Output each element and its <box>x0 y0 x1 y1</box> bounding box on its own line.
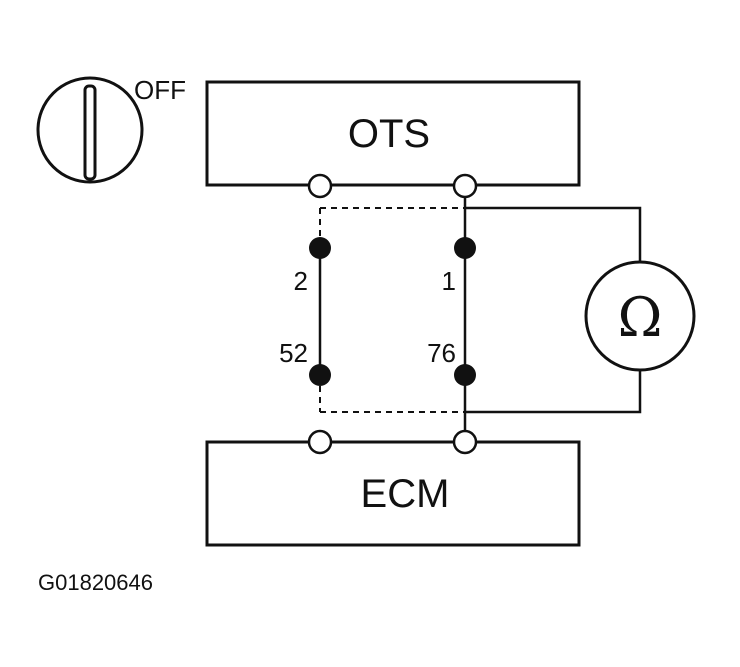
ohm-symbol: Ω <box>618 286 663 349</box>
pin-label-76: 76 <box>427 338 456 368</box>
ots-label: OTS <box>348 112 430 156</box>
connector-terminals <box>307 173 478 455</box>
ecm-terminal-left <box>307 429 333 455</box>
figure-code: G01820646 <box>38 570 153 595</box>
ots-terminal-left <box>307 173 333 199</box>
ecm-box <box>205 440 581 547</box>
pin-label-2: 2 <box>294 266 308 296</box>
meter-leads <box>465 206 642 414</box>
ots-box <box>205 80 581 187</box>
ecm-label: ECM <box>361 472 450 516</box>
ecm-terminal-right <box>452 429 478 455</box>
probe-pin-52 <box>309 364 331 386</box>
switch-position-label: OFF <box>134 75 186 105</box>
probe-pin-2 <box>309 237 331 259</box>
probe-points <box>309 237 476 386</box>
ohmmeter-icon <box>584 260 696 372</box>
harness-dashed-outline <box>319 207 465 413</box>
pin-label-52: 52 <box>279 338 308 368</box>
pin-label-1: 1 <box>442 266 456 296</box>
probe-pin-1 <box>454 237 476 259</box>
probe-pin-76 <box>454 364 476 386</box>
ots-terminal-right <box>452 173 478 199</box>
ignition-switch-icon <box>36 76 144 184</box>
